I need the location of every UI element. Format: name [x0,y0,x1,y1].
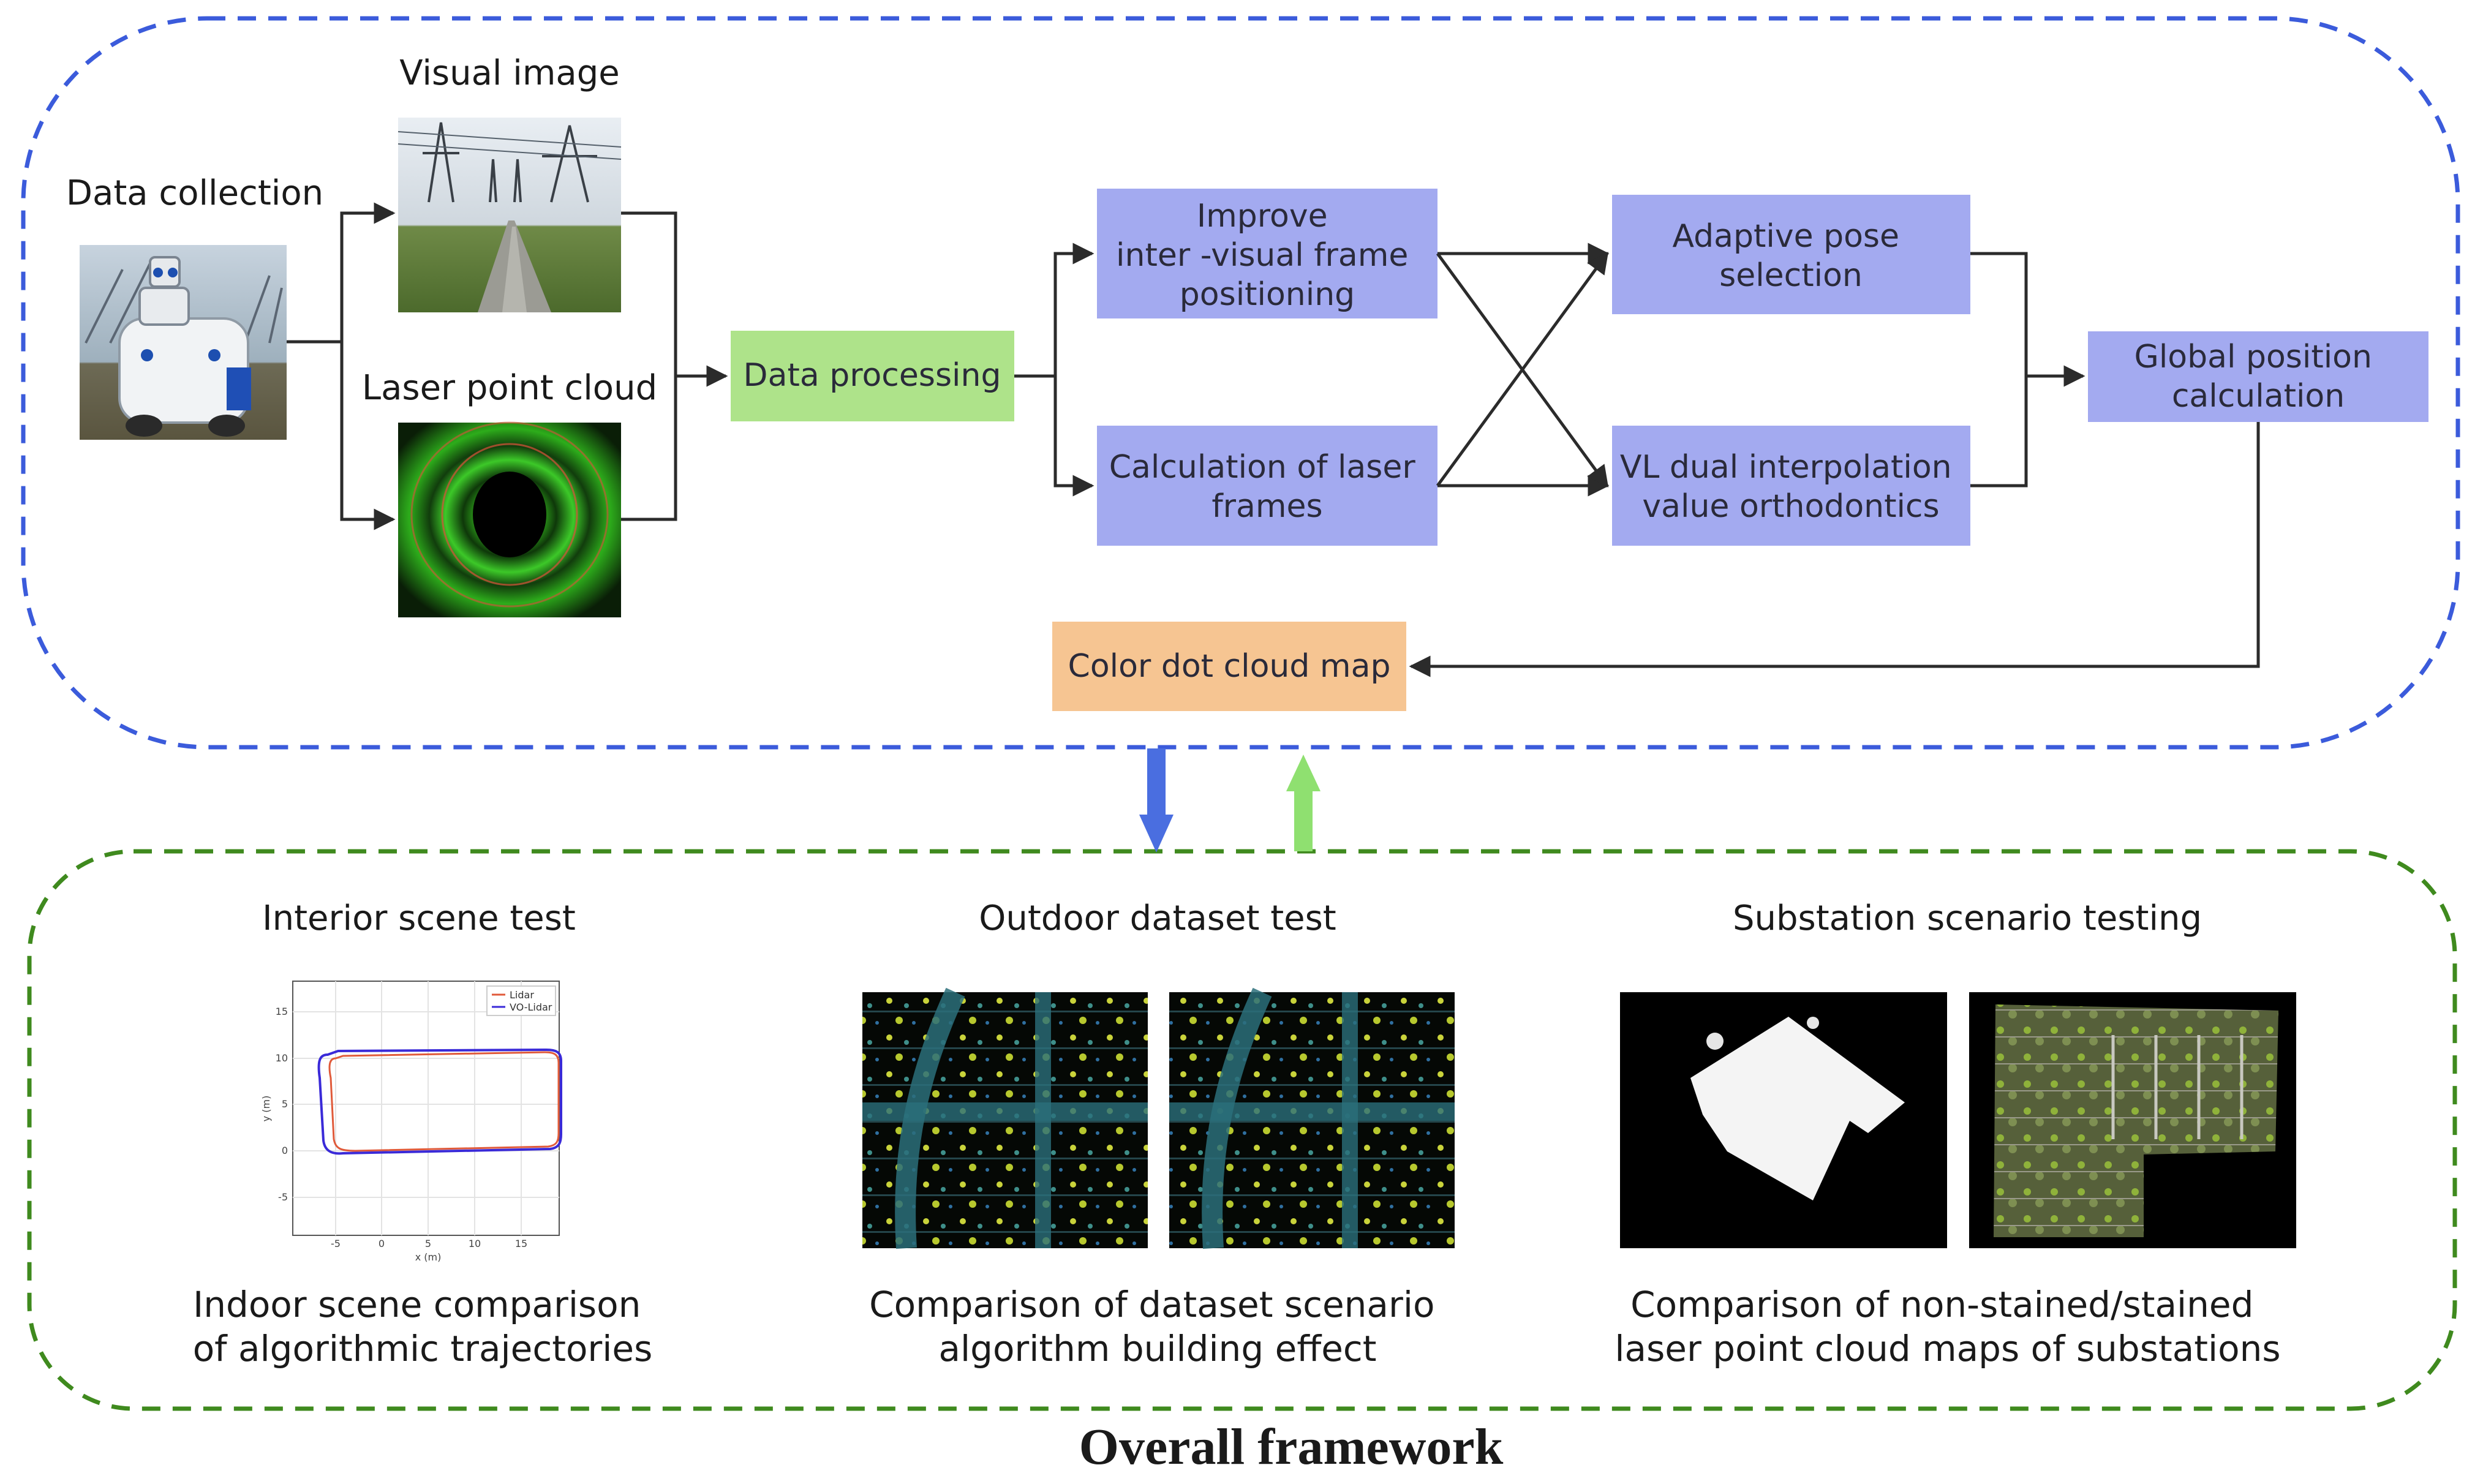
interior-scene-title: Interior scene test [262,898,576,938]
laser-frames-label: Calculation of laser frames [1109,449,1426,525]
color-dot-label: Color dot cloud map [1068,648,1391,685]
laser-point-cloud-label: Laser point cloud [362,368,657,408]
interior-caption: Indoor scene comparison of algorithmic t… [193,1284,653,1369]
outdoor-caption: Comparison of dataset scenario algorithm… [869,1284,1446,1369]
improve-visual-label: Improve inter -visual frame positioning [1116,198,1419,313]
data-processing-label: Data processing [744,357,1001,394]
x-tick-5: 5 [425,1238,431,1249]
legend-lidar: Lidar [510,989,534,1001]
adaptive-pose-box [1612,195,1970,314]
up-arrow-green [1286,755,1321,851]
data-collection-label: Data collection [66,173,323,213]
visual-image-label: Visual image [399,53,619,93]
x-tick-15: 15 [515,1238,527,1249]
color-dot-box [1052,622,1406,711]
global-position-box [2088,331,2428,422]
outdoor-map-left [862,987,1148,1249]
substation-title: Substation scenario testing [1733,898,2202,938]
x-tick-neg5: -5 [331,1238,341,1249]
x-tick-10: 10 [469,1238,481,1249]
adaptive-pose-label: Adaptive pose selection [1672,218,1909,294]
outdoor-dataset-title: Outdoor dataset test [979,898,1336,938]
outdoor-map-right [1169,987,1455,1249]
laser-frames-box [1097,426,1437,546]
x-axis-label: x (m) [415,1251,442,1263]
substation-caption: Comparison of non-stained/stained laser … [1615,1284,2280,1369]
y-axis-label: y (m) [260,1096,272,1122]
data-processing-box [731,331,1014,421]
vl-dual-box [1612,426,1970,546]
substation-map-unstained [1620,992,1947,1248]
y-tick-10: 10 [276,1052,288,1064]
down-arrow-blue [1139,748,1174,853]
y-tick-5: 5 [282,1098,288,1110]
y-tick-15: 15 [276,1006,288,1017]
overall-framework-title: Overall framework [1079,1418,1504,1475]
visual-image-photo [398,118,622,312]
legend-vo-lidar: VO-Lidar [510,1001,552,1013]
improve-visual-box [1097,189,1437,318]
laser-point-cloud-photo [398,421,621,617]
vl-dual-label: VL dual interpolation value orthodontics [1620,449,1962,525]
trajectory-plot: Lidar VO-Lidar 15 10 5 0 -5 -5 0 5 10 15… [260,981,562,1263]
robot-photo [80,245,287,440]
global-position-label: Global position calculation [2134,339,2383,415]
flow-connectors [287,202,2260,677]
substation-map-stained [1969,992,2296,1248]
bottom-dashed-frame [27,849,2457,1411]
y-tick-0: 0 [282,1145,288,1156]
y-tick-neg5: -5 [278,1191,288,1203]
x-tick-0: 0 [379,1238,385,1249]
